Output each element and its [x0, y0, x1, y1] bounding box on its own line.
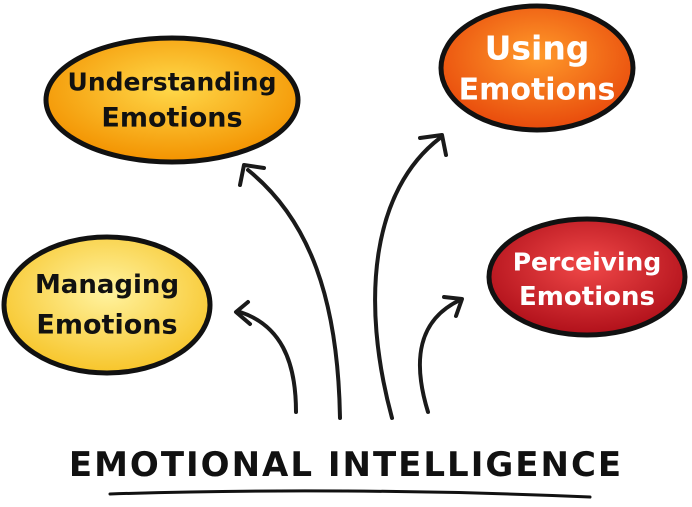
root-label: EMOTIONAL INTELLIGENCE	[69, 445, 623, 485]
node-using-emotions: Using Emotions	[438, 3, 636, 133]
node-using-shape	[438, 3, 636, 133]
node-managing-shape	[1, 234, 213, 376]
node-perceiving-line1: Perceiving	[513, 248, 662, 277]
node-understanding-line2: Emotions	[101, 103, 242, 134]
root-label-group: EMOTIONAL INTELLIGENCE	[69, 445, 623, 499]
arrow-to-understanding	[238, 163, 342, 420]
node-managing-emotions: Managing Emotions	[1, 234, 213, 376]
arrow-to-managing	[234, 300, 298, 414]
node-perceiving-shape	[486, 216, 688, 338]
node-perceiving-line2: Emotions	[519, 282, 655, 312]
node-understanding-shape	[43, 35, 301, 165]
node-using-line1: Using	[485, 29, 590, 68]
arrow-to-perceiving	[417, 295, 464, 414]
arrow-to-using	[373, 133, 448, 420]
node-managing-line1: Managing	[35, 270, 179, 300]
root-underline	[108, 489, 592, 499]
node-using-line2: Emotions	[459, 73, 616, 108]
node-managing-line2: Emotions	[36, 310, 177, 341]
node-perceiving-emotions: Perceiving Emotions	[486, 216, 688, 338]
node-understanding-emotions: Understanding Emotions	[43, 35, 301, 165]
node-understanding-line1: Understanding	[68, 68, 277, 97]
